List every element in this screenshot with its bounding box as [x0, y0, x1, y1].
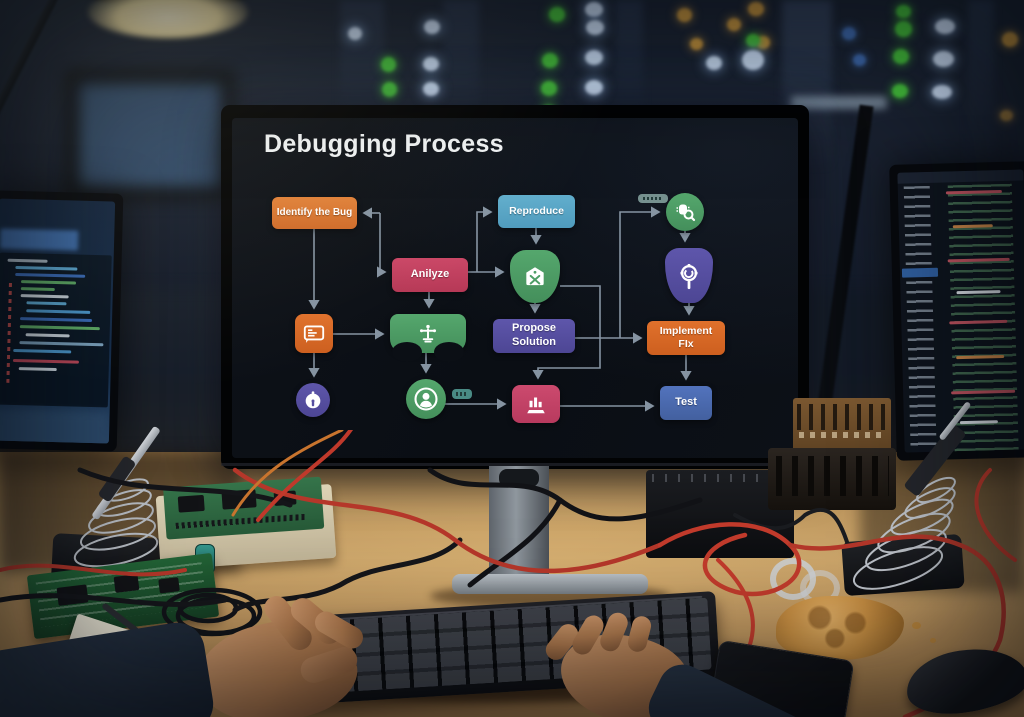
node-person — [406, 379, 446, 419]
rack-led-green — [549, 7, 565, 22]
node-bug-search — [666, 193, 704, 231]
rack-led-blue — [853, 54, 866, 66]
clock-icon — [305, 391, 321, 409]
bit-labels — [799, 432, 886, 438]
rack-led-white — [742, 50, 764, 70]
rack-led-white — [706, 56, 722, 70]
rack-led-amber — [748, 2, 764, 16]
node-clock — [296, 383, 330, 417]
monitor-stand-base — [452, 574, 648, 594]
monitor-stand-cable-hole — [499, 469, 539, 487]
rack-led-white — [933, 51, 954, 67]
tool-slots — [776, 456, 889, 496]
node-test: Test — [660, 386, 712, 420]
rack-led-white — [585, 50, 603, 65]
node-label: Anilyze — [410, 268, 450, 281]
rack-led-blue — [842, 27, 856, 40]
background-shadow — [108, 288, 240, 478]
node-analyze: Anilyze — [392, 258, 468, 292]
rack-led-green — [542, 53, 558, 68]
node-label: Reproduce — [509, 204, 564, 217]
waffle-snack — [776, 596, 904, 660]
rack-led-white — [424, 20, 440, 34]
arrow-label-badge — [638, 194, 668, 203]
left-monitor-screen — [0, 198, 116, 444]
rack-led-amber — [727, 18, 741, 31]
rack-led-green — [895, 21, 912, 37]
soldering-coil-right — [852, 476, 956, 590]
node-label: Propose Solution — [511, 322, 556, 348]
arrow-label-badge — [452, 389, 472, 399]
node-label: Identify the Bug — [276, 206, 353, 218]
rack-led-white — [423, 57, 439, 71]
person-icon — [414, 387, 438, 411]
rack-led-green — [893, 49, 909, 64]
main-monitor-screen: Debugging Process — [232, 118, 798, 458]
rack-led-white — [586, 20, 604, 35]
tool-bit-rack — [793, 398, 891, 456]
node-house-tools — [510, 250, 560, 303]
dev-board — [163, 476, 325, 540]
rack-led-green — [381, 57, 396, 72]
code-error-column — [6, 282, 12, 383]
node-identify-the-bug: Identify the Bug — [272, 197, 357, 229]
node-balance — [390, 314, 466, 362]
ide-toolbar — [897, 169, 1024, 184]
rack-led-amber — [690, 38, 703, 50]
bar-chart-podium-icon — [527, 397, 545, 414]
window-titlebar-blur — [0, 228, 79, 251]
ide-file-tree-highlight — [901, 267, 939, 278]
tool-stand-base — [768, 448, 896, 510]
bug-magnifier-icon — [676, 204, 696, 222]
rack-led-white — [585, 2, 603, 17]
desk-lamp-arm — [0, 0, 60, 219]
node-scallop — [434, 342, 464, 362]
rack-led-amber — [677, 8, 692, 22]
desk-lamp-glow — [88, 0, 248, 38]
rack-led-white — [585, 80, 603, 95]
node-gear-search — [665, 248, 713, 303]
tool-bits — [797, 404, 888, 430]
rack-led-white — [935, 19, 955, 34]
code-panel — [0, 252, 112, 408]
node-scallop — [392, 342, 422, 362]
rack-led-amber — [1002, 32, 1018, 47]
node-bar-podium — [512, 385, 560, 423]
rack-led-white — [348, 27, 362, 40]
rack-led-green — [896, 5, 911, 18]
node-document — [295, 314, 333, 353]
gear-magnifier-icon — [680, 263, 698, 289]
node-label: Test — [675, 396, 697, 409]
slide-title: Debugging Process — [264, 130, 504, 158]
house-crossed-tools-icon — [526, 266, 544, 285]
server-rack-column — [968, 0, 994, 180]
screen-bottom-glow — [0, 410, 108, 444]
balance-scale-icon — [419, 324, 437, 343]
node-propose-solution: Propose Solution — [493, 319, 575, 353]
waffle-texture — [788, 602, 892, 654]
left-code-monitor — [0, 190, 124, 452]
document-lines-icon — [303, 324, 325, 343]
flowchart-connectors — [308, 206, 695, 412]
vent-ticks — [652, 474, 786, 482]
rack-led-green — [892, 84, 908, 98]
rack-led-green — [382, 82, 397, 97]
node-label: Implement FIx — [659, 324, 713, 350]
rack-led-green — [746, 34, 760, 47]
rack-led-white — [932, 85, 952, 99]
rack-led-green — [541, 81, 557, 96]
monitor-bezel-edge — [221, 463, 809, 466]
node-implement-fix: Implement FIx — [647, 321, 725, 355]
node-reproduce: Reproduce — [498, 195, 575, 228]
rack-led-amber — [1000, 110, 1013, 121]
ide-file-tree — [900, 185, 942, 447]
background-monitor-screen-blur — [80, 84, 220, 186]
rack-led-white — [423, 82, 439, 96]
